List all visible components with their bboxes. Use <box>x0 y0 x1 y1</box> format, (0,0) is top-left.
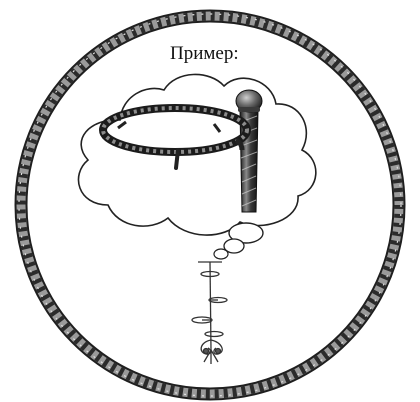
thought-dot-medium <box>223 238 245 254</box>
thought-dot-small <box>213 248 229 260</box>
example-label: Пример: <box>170 43 239 64</box>
thought-cloud-icon <box>77 73 317 260</box>
thought-dot-large <box>228 222 264 244</box>
ring-holder-product-icon <box>99 89 263 213</box>
rope-ring-frame-icon <box>14 9 406 401</box>
plant-stand-icon <box>191 261 228 364</box>
